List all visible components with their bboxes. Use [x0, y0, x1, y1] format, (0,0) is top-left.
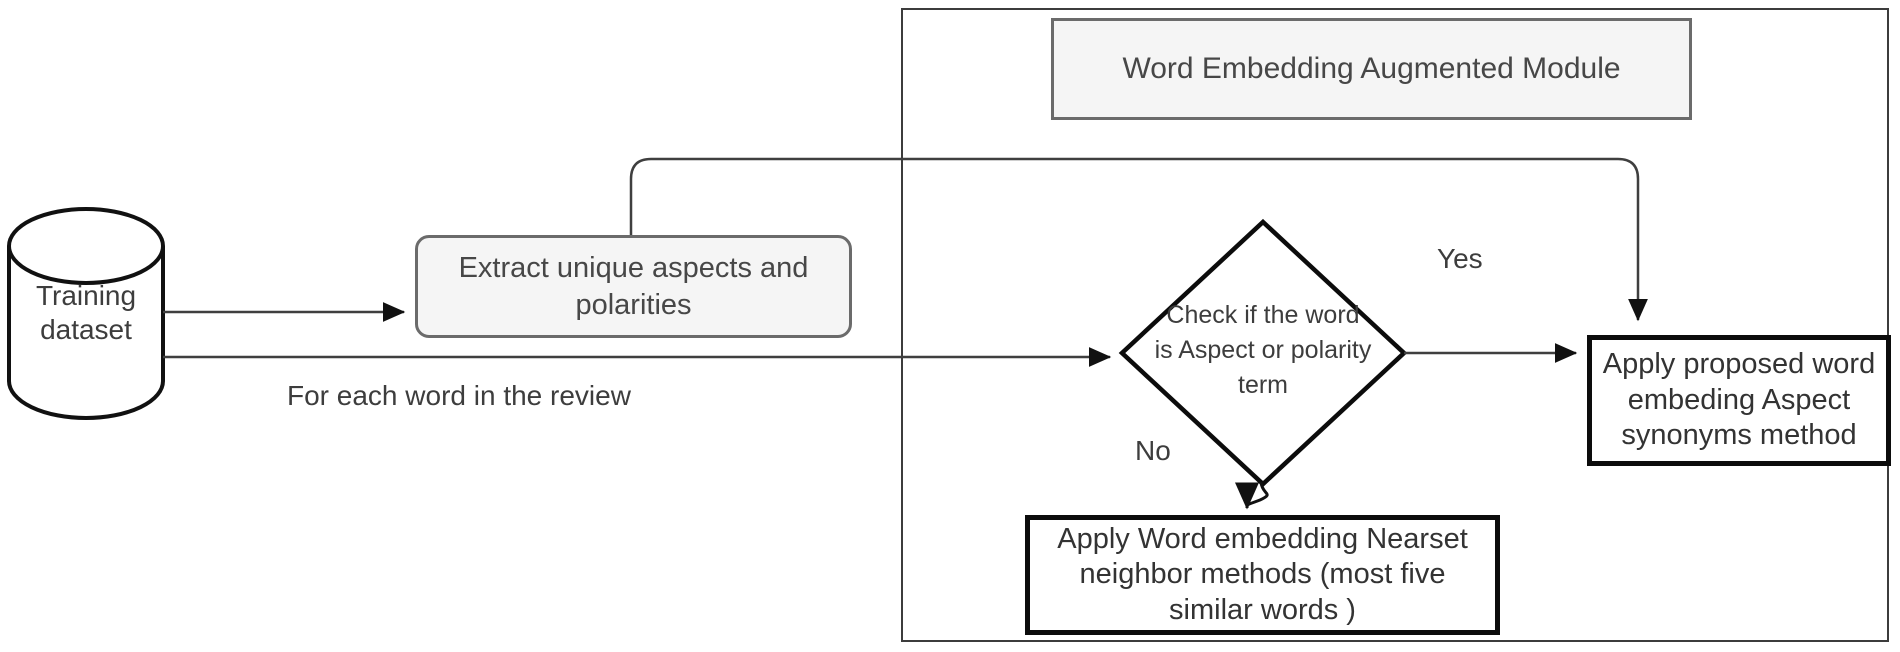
- node-apply-nearest-label: Apply Word embedding Nearset neighbor me…: [1057, 522, 1468, 626]
- node-apply-synonyms-label: Apply proposed word embeding Aspect syno…: [1602, 348, 1876, 452]
- edge-label-no: No: [1135, 435, 1171, 466]
- node-extract-label: Extract unique aspects and polarities: [458, 252, 809, 321]
- edge-label-for-each-word: For each word in the review: [287, 380, 631, 411]
- module-title-label: Word Embedding Augmented Module: [1122, 52, 1621, 85]
- node-apply-synonyms-method: Apply proposed word embeding Aspect syno…: [1587, 335, 1891, 466]
- node-training-dataset-label: Training dataset: [35, 280, 137, 345]
- node-apply-nearest-neighbor: Apply Word embedding Nearset neighbor me…: [1025, 515, 1500, 635]
- database-cylinder-shape: [7, 207, 165, 420]
- edge-extract-feedback-to-synonyms: [629, 157, 1648, 322]
- edge-decision-no-to-nearest: [1235, 481, 1269, 510]
- edge-label-yes: Yes: [1437, 243, 1483, 274]
- module-container-frame: [901, 8, 1889, 642]
- module-title-box: Word Embedding Augmented Module: [1051, 18, 1692, 120]
- node-decision-label: Check if the word is Aspect or polarity …: [1154, 301, 1372, 399]
- node-extract-unique-aspects: Extract unique aspects and polarities: [415, 235, 852, 338]
- decision-diamond-shape: [1118, 218, 1408, 488]
